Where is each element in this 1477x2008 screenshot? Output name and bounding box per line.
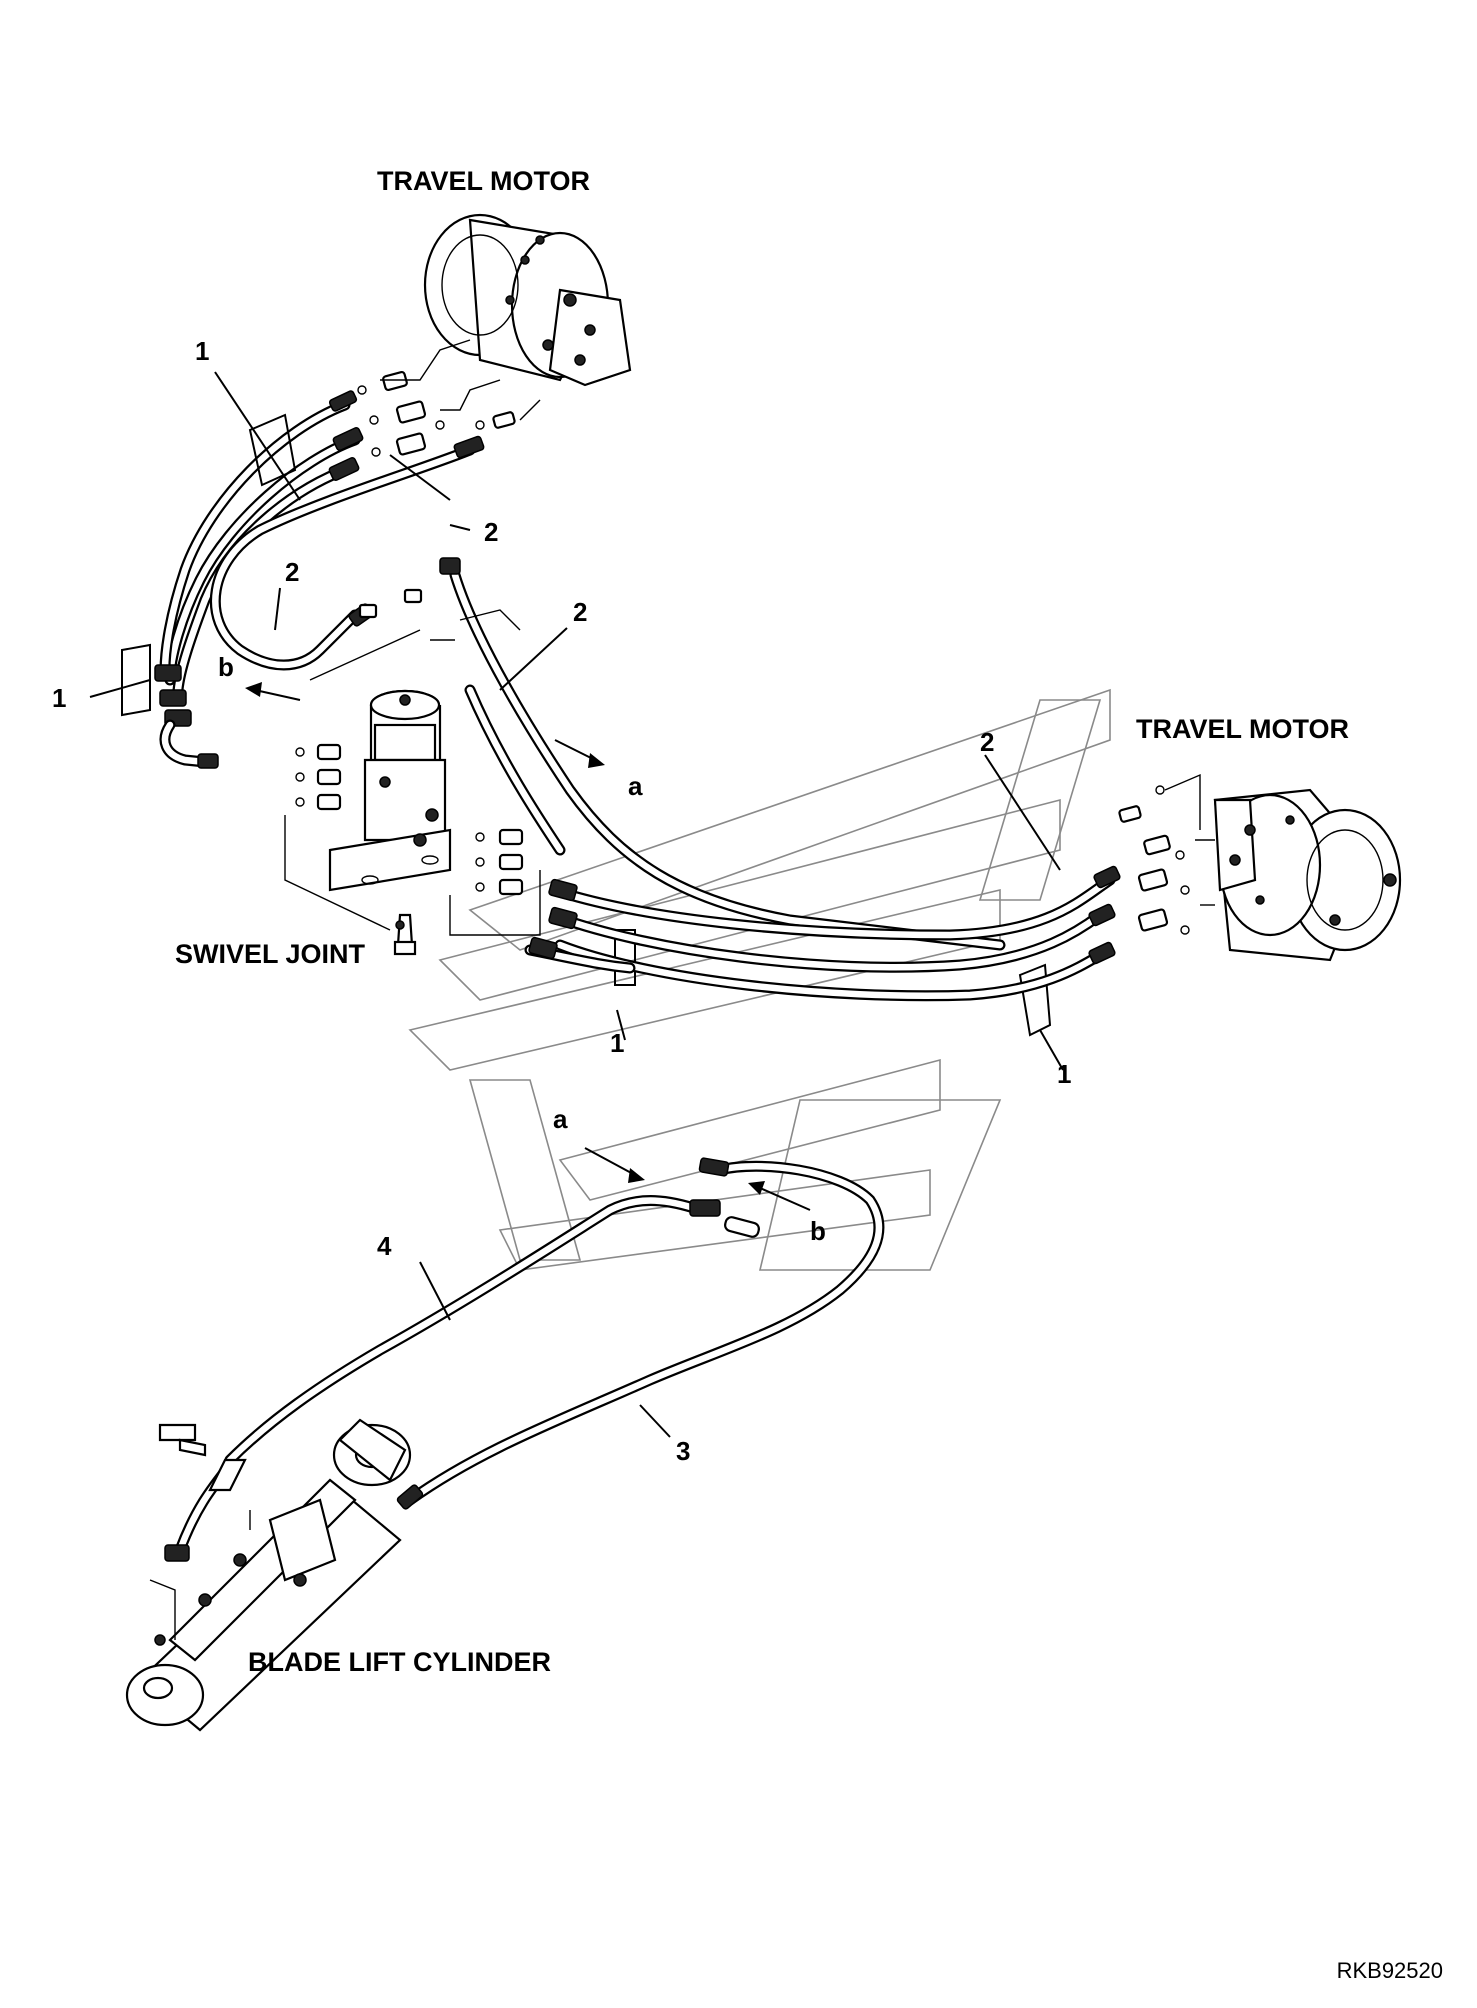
hoses-blade-cylinder (164, 1157, 885, 1562)
blade-lift-cylinder (125, 1418, 412, 1732)
hoses-top-group (159, 399, 1006, 951)
connector-b-bottom: b (810, 1216, 826, 1246)
callout-2-top: 2 (484, 517, 498, 547)
label-swivel-joint: SWIVEL JOINT (175, 939, 366, 969)
hoses-right-bundle (464, 684, 1116, 1002)
clamp-plates (121, 413, 1052, 1037)
connector-a-bottom: a (553, 1104, 568, 1134)
right-motor-fittings (1118, 773, 1215, 935)
callout-1-top: 1 (195, 336, 209, 366)
callout-3: 3 (676, 1436, 690, 1466)
hose-end-fittings-right (528, 865, 1121, 965)
hose-left-lower (159, 719, 219, 769)
swivel-joint (328, 689, 452, 956)
leader-lines (89, 371, 1064, 1438)
label-travel-motor-right: TRAVEL MOTOR (1136, 714, 1349, 744)
callout-2-middle: 2 (573, 597, 587, 627)
label-travel-motor-top: TRAVEL MOTOR (377, 166, 590, 196)
callout-4: 4 (377, 1231, 392, 1261)
callout-2-right: 2 (980, 727, 994, 757)
callout-2-left: 2 (285, 557, 299, 587)
travel-motor-right (1213, 788, 1402, 962)
callout-1-right: 1 (1057, 1059, 1071, 1089)
connector-a-top: a (628, 771, 643, 801)
connector-b-top: b (218, 652, 234, 682)
callout-1-center: 1 (610, 1028, 624, 1058)
figure-code: RKB92520 (1337, 1958, 1443, 1983)
top-motor-fittings (357, 339, 541, 457)
label-blade-lift-cylinder: BLADE LIFT CYLINDER (248, 1647, 551, 1677)
swivel-fittings (284, 588, 541, 936)
travel-motor-top (423, 213, 632, 387)
flow-arrows (245, 682, 811, 1211)
callout-1-left: 1 (52, 683, 66, 713)
